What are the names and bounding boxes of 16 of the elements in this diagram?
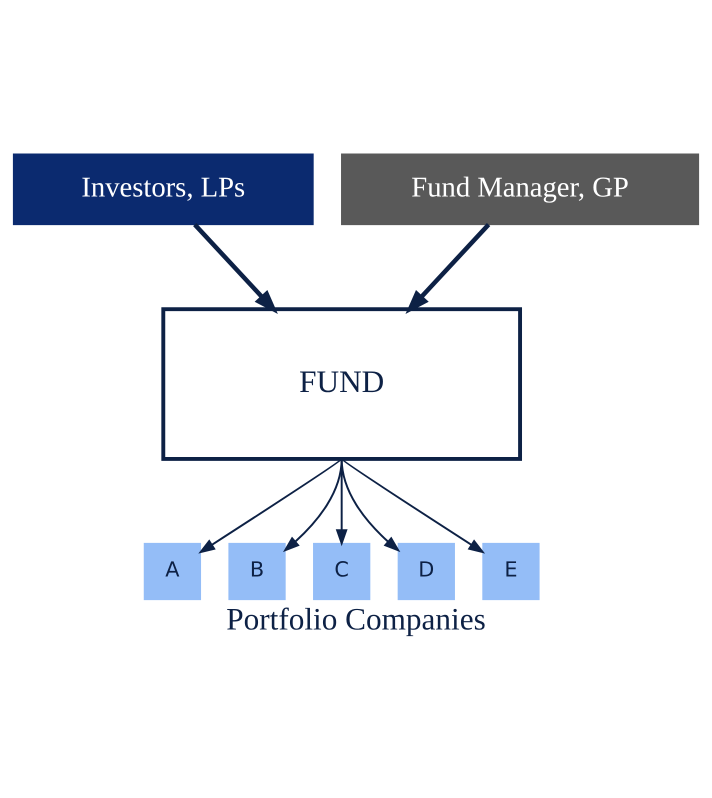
node-box: C <box>313 542 370 600</box>
node-box: D <box>398 542 455 600</box>
caption: Portfolio Companies <box>226 602 486 637</box>
node-box: A <box>144 542 202 600</box>
node-box: E <box>482 542 540 600</box>
arrow <box>341 458 486 554</box>
node-box: B <box>228 542 286 600</box>
arrow <box>340 458 400 552</box>
node-box: Investors, LPs <box>12 154 314 226</box>
arrow <box>282 458 343 552</box>
node-box: FUND <box>161 307 522 461</box>
node-box: Fund Manager, GP <box>341 154 700 226</box>
arrow <box>198 458 342 554</box>
arrow <box>193 223 278 314</box>
arrow <box>336 458 348 546</box>
arrow <box>405 223 490 314</box>
